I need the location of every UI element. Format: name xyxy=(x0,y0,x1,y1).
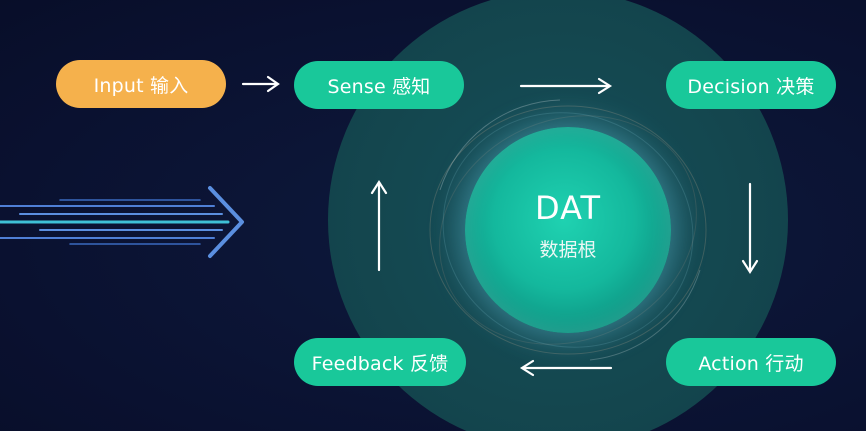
node-feedback: Feedback 反馈 xyxy=(294,338,466,386)
arrow-sense-to-decision-icon xyxy=(519,77,613,95)
arrow-feedback-to-sense-icon xyxy=(370,179,388,272)
node-input: Input 输入 xyxy=(56,60,226,108)
dat-core: DAT 数据根 xyxy=(465,127,671,333)
core-subtitle: 数据根 xyxy=(539,239,597,261)
orbit-rings xyxy=(429,99,707,361)
arrow-action-to-feedback-icon xyxy=(519,359,613,377)
arrow-input-to-sense-icon xyxy=(241,75,280,93)
node-sense: Sense 感知 xyxy=(294,61,464,109)
arrow-decision-to-action-icon xyxy=(741,182,759,275)
node-action: Action 行动 xyxy=(666,338,836,386)
node-decision: Decision 决策 xyxy=(666,61,836,109)
core-title: DAT xyxy=(534,189,602,227)
speed-lines-arrow-icon xyxy=(0,186,244,258)
